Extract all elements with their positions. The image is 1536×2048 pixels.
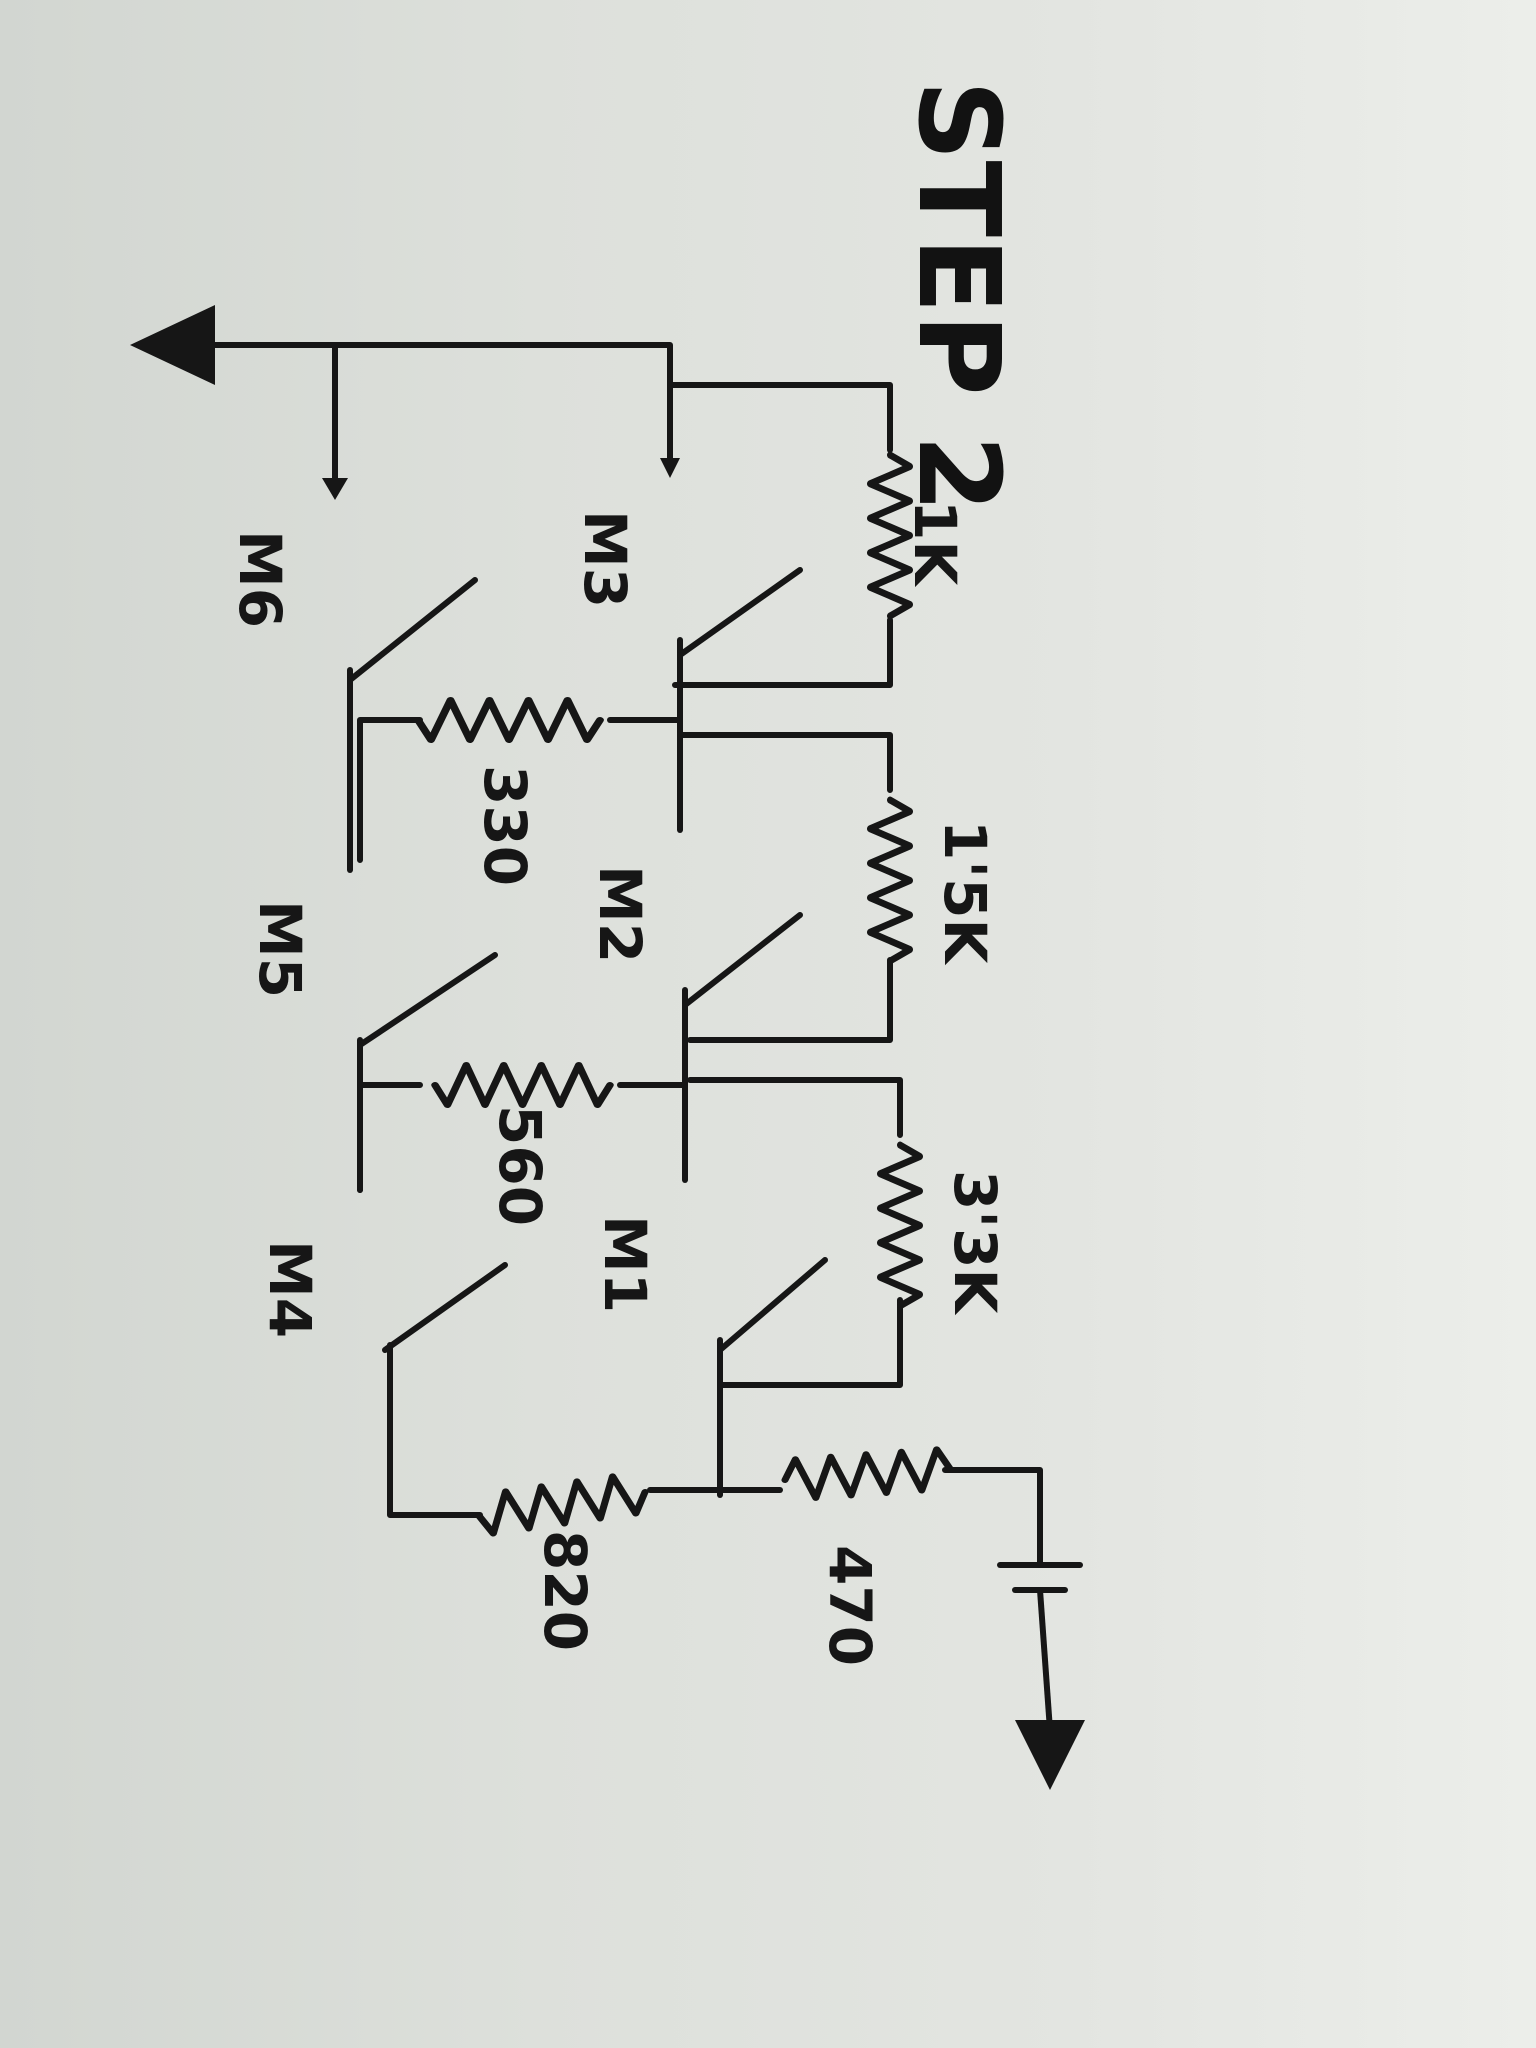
switch-m4 [382, 1262, 508, 1353]
label-3-3k: 3'3K [941, 1170, 1009, 1315]
resistor-470 [784, 1449, 952, 1500]
label-m2: M2 [586, 865, 654, 963]
label-1k: 1K [901, 500, 969, 587]
resistor-820 [476, 1472, 648, 1535]
switch-m5 [357, 952, 498, 1193]
switch-m1 [717, 1257, 828, 1493]
wire-470 [717, 1377, 1043, 1568]
label-820: 820 [531, 1530, 599, 1651]
output-arrow-bottom [1015, 1720, 1085, 1790]
label-330: 330 [471, 765, 539, 886]
switch-m3 [677, 567, 803, 833]
label-m4: M4 [256, 1240, 324, 1338]
wire-330 [357, 717, 683, 863]
resistor-560 [435, 1065, 610, 1105]
label-m6: M6 [226, 530, 294, 628]
battery-symbol [997, 1562, 1083, 1733]
resistor-3-3k [880, 1145, 920, 1306]
diagram-title: STEP 2 [893, 80, 1023, 513]
wire-820 [387, 1342, 723, 1518]
wire-1k [667, 382, 893, 688]
resistor-1-5k [870, 800, 910, 961]
switch-m6 [347, 577, 478, 873]
label-m1: M1 [591, 1215, 659, 1313]
switch-m2 [682, 912, 803, 1183]
label-m3: M3 [571, 510, 639, 608]
wire-3-3k [687, 1077, 903, 1388]
output-arrow-top [130, 305, 673, 500]
label-m5: M5 [246, 900, 314, 998]
label-470: 470 [816, 1545, 884, 1666]
resistor-330 [418, 700, 600, 740]
label-560: 560 [486, 1105, 554, 1226]
label-1-5k: 1'5K [931, 820, 999, 965]
wire-1-5k [677, 732, 893, 1043]
